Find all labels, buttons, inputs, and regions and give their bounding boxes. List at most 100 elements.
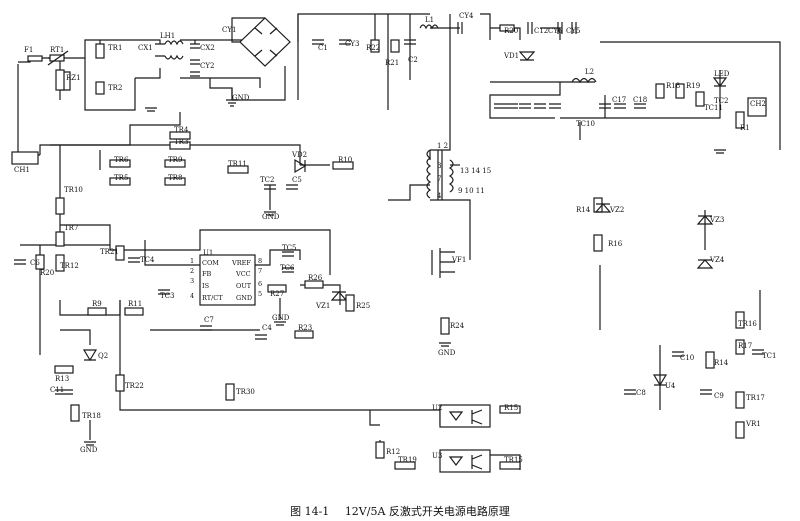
label-R25: R25 xyxy=(356,302,370,310)
caps-filter-bank xyxy=(599,103,646,109)
resistor-RZ1 xyxy=(55,69,65,91)
resistor-TR18 xyxy=(70,404,80,422)
label-CY6: CY6 xyxy=(548,27,563,35)
label-CX1: CX1 xyxy=(138,44,153,52)
label-TC11: TC11 xyxy=(704,104,723,112)
label-R23: R23 xyxy=(298,324,312,332)
label-FB: FB xyxy=(202,270,212,278)
label-OUT: OUT xyxy=(236,282,252,290)
label-R20: R20 xyxy=(504,27,518,35)
opto-U2-transistor xyxy=(471,409,483,425)
label-TR6: TR6 xyxy=(114,156,129,164)
resistor-TR11 xyxy=(227,165,249,174)
ground-symbol-q2 xyxy=(84,441,96,446)
shunt-U4 xyxy=(652,374,668,387)
label-VD2: VD2 xyxy=(291,151,307,159)
label-TR5: TR5 xyxy=(114,174,128,182)
label-U3: U3 xyxy=(432,452,442,460)
resistor-TR16 xyxy=(735,311,745,329)
opto-U3 xyxy=(439,449,491,473)
resistor-R24 xyxy=(440,317,450,335)
cap-C8 xyxy=(624,389,636,395)
label-R14-right: R14 xyxy=(714,359,729,367)
zener-VZ4 xyxy=(696,259,714,269)
ground-symbol-out xyxy=(714,149,726,154)
label-C17: C17 xyxy=(612,96,626,104)
label-R15: R15 xyxy=(504,404,518,412)
cap-CY6 xyxy=(557,22,563,34)
figure-caption: 图 14-1 12V/5A 反激式开关电源电路原理 xyxy=(0,503,800,519)
diode-VD2 xyxy=(294,158,307,174)
cap-CY1 xyxy=(190,59,200,65)
label-R21: R21 xyxy=(385,59,399,67)
resistor-TR5 xyxy=(109,177,131,186)
resistor-TR8 xyxy=(164,177,186,186)
opto-U3-transistor xyxy=(471,454,483,470)
label-GND-bridge: GND xyxy=(232,94,250,102)
zener-VZ3 xyxy=(696,215,714,225)
resistor-VR1 xyxy=(735,421,745,439)
transformer-T1-primary xyxy=(426,149,432,199)
cap-TC6 xyxy=(282,267,294,273)
figure-number: 图 14-1 xyxy=(290,505,330,518)
label-T1-pins-f: 9 10 11 xyxy=(458,187,485,195)
label-TR11: TR11 xyxy=(228,160,247,168)
label-RTCT: RT/CT xyxy=(202,294,223,302)
opto-U3-led xyxy=(448,456,464,466)
label-TR10: TR10 xyxy=(64,186,83,194)
resistor-TR9 xyxy=(164,159,186,168)
label-TC4: TC4 xyxy=(140,256,155,264)
resistor-TR15 xyxy=(499,461,521,470)
label-VZ1: VZ1 xyxy=(315,302,330,310)
label-VCC: VCC xyxy=(235,270,251,278)
label-R9: R9 xyxy=(92,300,102,308)
cap-TC4 xyxy=(128,257,140,263)
label-TR2: TR2 xyxy=(108,84,122,92)
label-TR8: TR8 xyxy=(168,174,182,182)
label-TC2: TC2 xyxy=(260,176,274,184)
label-F1: F1 xyxy=(24,46,33,54)
label-TC2-top: TC2 xyxy=(714,97,728,105)
caps-output-bank xyxy=(494,103,561,109)
label-TR30: TR30 xyxy=(236,388,255,396)
cap-C12 xyxy=(527,22,533,34)
resistor-TR7 xyxy=(55,231,65,247)
resistor-TR4 xyxy=(169,131,191,140)
cap-C10 xyxy=(672,351,684,357)
label-T1-pins-e: 4 xyxy=(437,192,442,200)
resistor-TR6 xyxy=(109,159,131,168)
cap-CY4 xyxy=(457,22,463,34)
label-R26: R26 xyxy=(308,274,323,282)
label-CY2: CY2 xyxy=(200,62,214,70)
label-C6: C6 xyxy=(30,259,40,267)
cap-CX1 xyxy=(155,43,165,57)
label-VF1: VF1 xyxy=(451,256,466,264)
resistor-TR3 xyxy=(169,141,191,150)
resistor-TR19 xyxy=(394,461,416,470)
label-R18: R18 xyxy=(666,82,680,90)
resistor-R10 xyxy=(332,161,354,170)
resistor-R12 xyxy=(375,441,385,459)
cap-C2 xyxy=(404,39,416,45)
label-C1: C1 xyxy=(318,44,328,52)
thermistor-slash xyxy=(47,50,69,66)
resistor-R20-left xyxy=(35,254,45,270)
resistor-TR2 xyxy=(95,81,105,95)
label-TR15: TR15 xyxy=(504,456,523,464)
resistor-TR1 xyxy=(95,43,105,59)
figure-title: 12V/5A 反激式开关电源电路原理 xyxy=(344,505,510,518)
label-R13: R13 xyxy=(55,375,69,383)
label-C11: C11 xyxy=(50,386,64,394)
resistor-TR12 xyxy=(55,254,65,272)
label-T1-pins-b: 3 xyxy=(437,162,441,170)
label-VZ2: VZ2 xyxy=(609,206,624,214)
cap-TC5 xyxy=(282,251,294,257)
cap-C4 xyxy=(255,334,267,340)
fuse-F1 xyxy=(27,55,43,62)
resistor-R18 xyxy=(655,83,665,99)
resistor-R16 xyxy=(593,234,603,252)
resistor-R17 xyxy=(735,339,745,355)
resistor-TC11 xyxy=(695,91,705,107)
inductor-LH1 xyxy=(164,40,184,60)
